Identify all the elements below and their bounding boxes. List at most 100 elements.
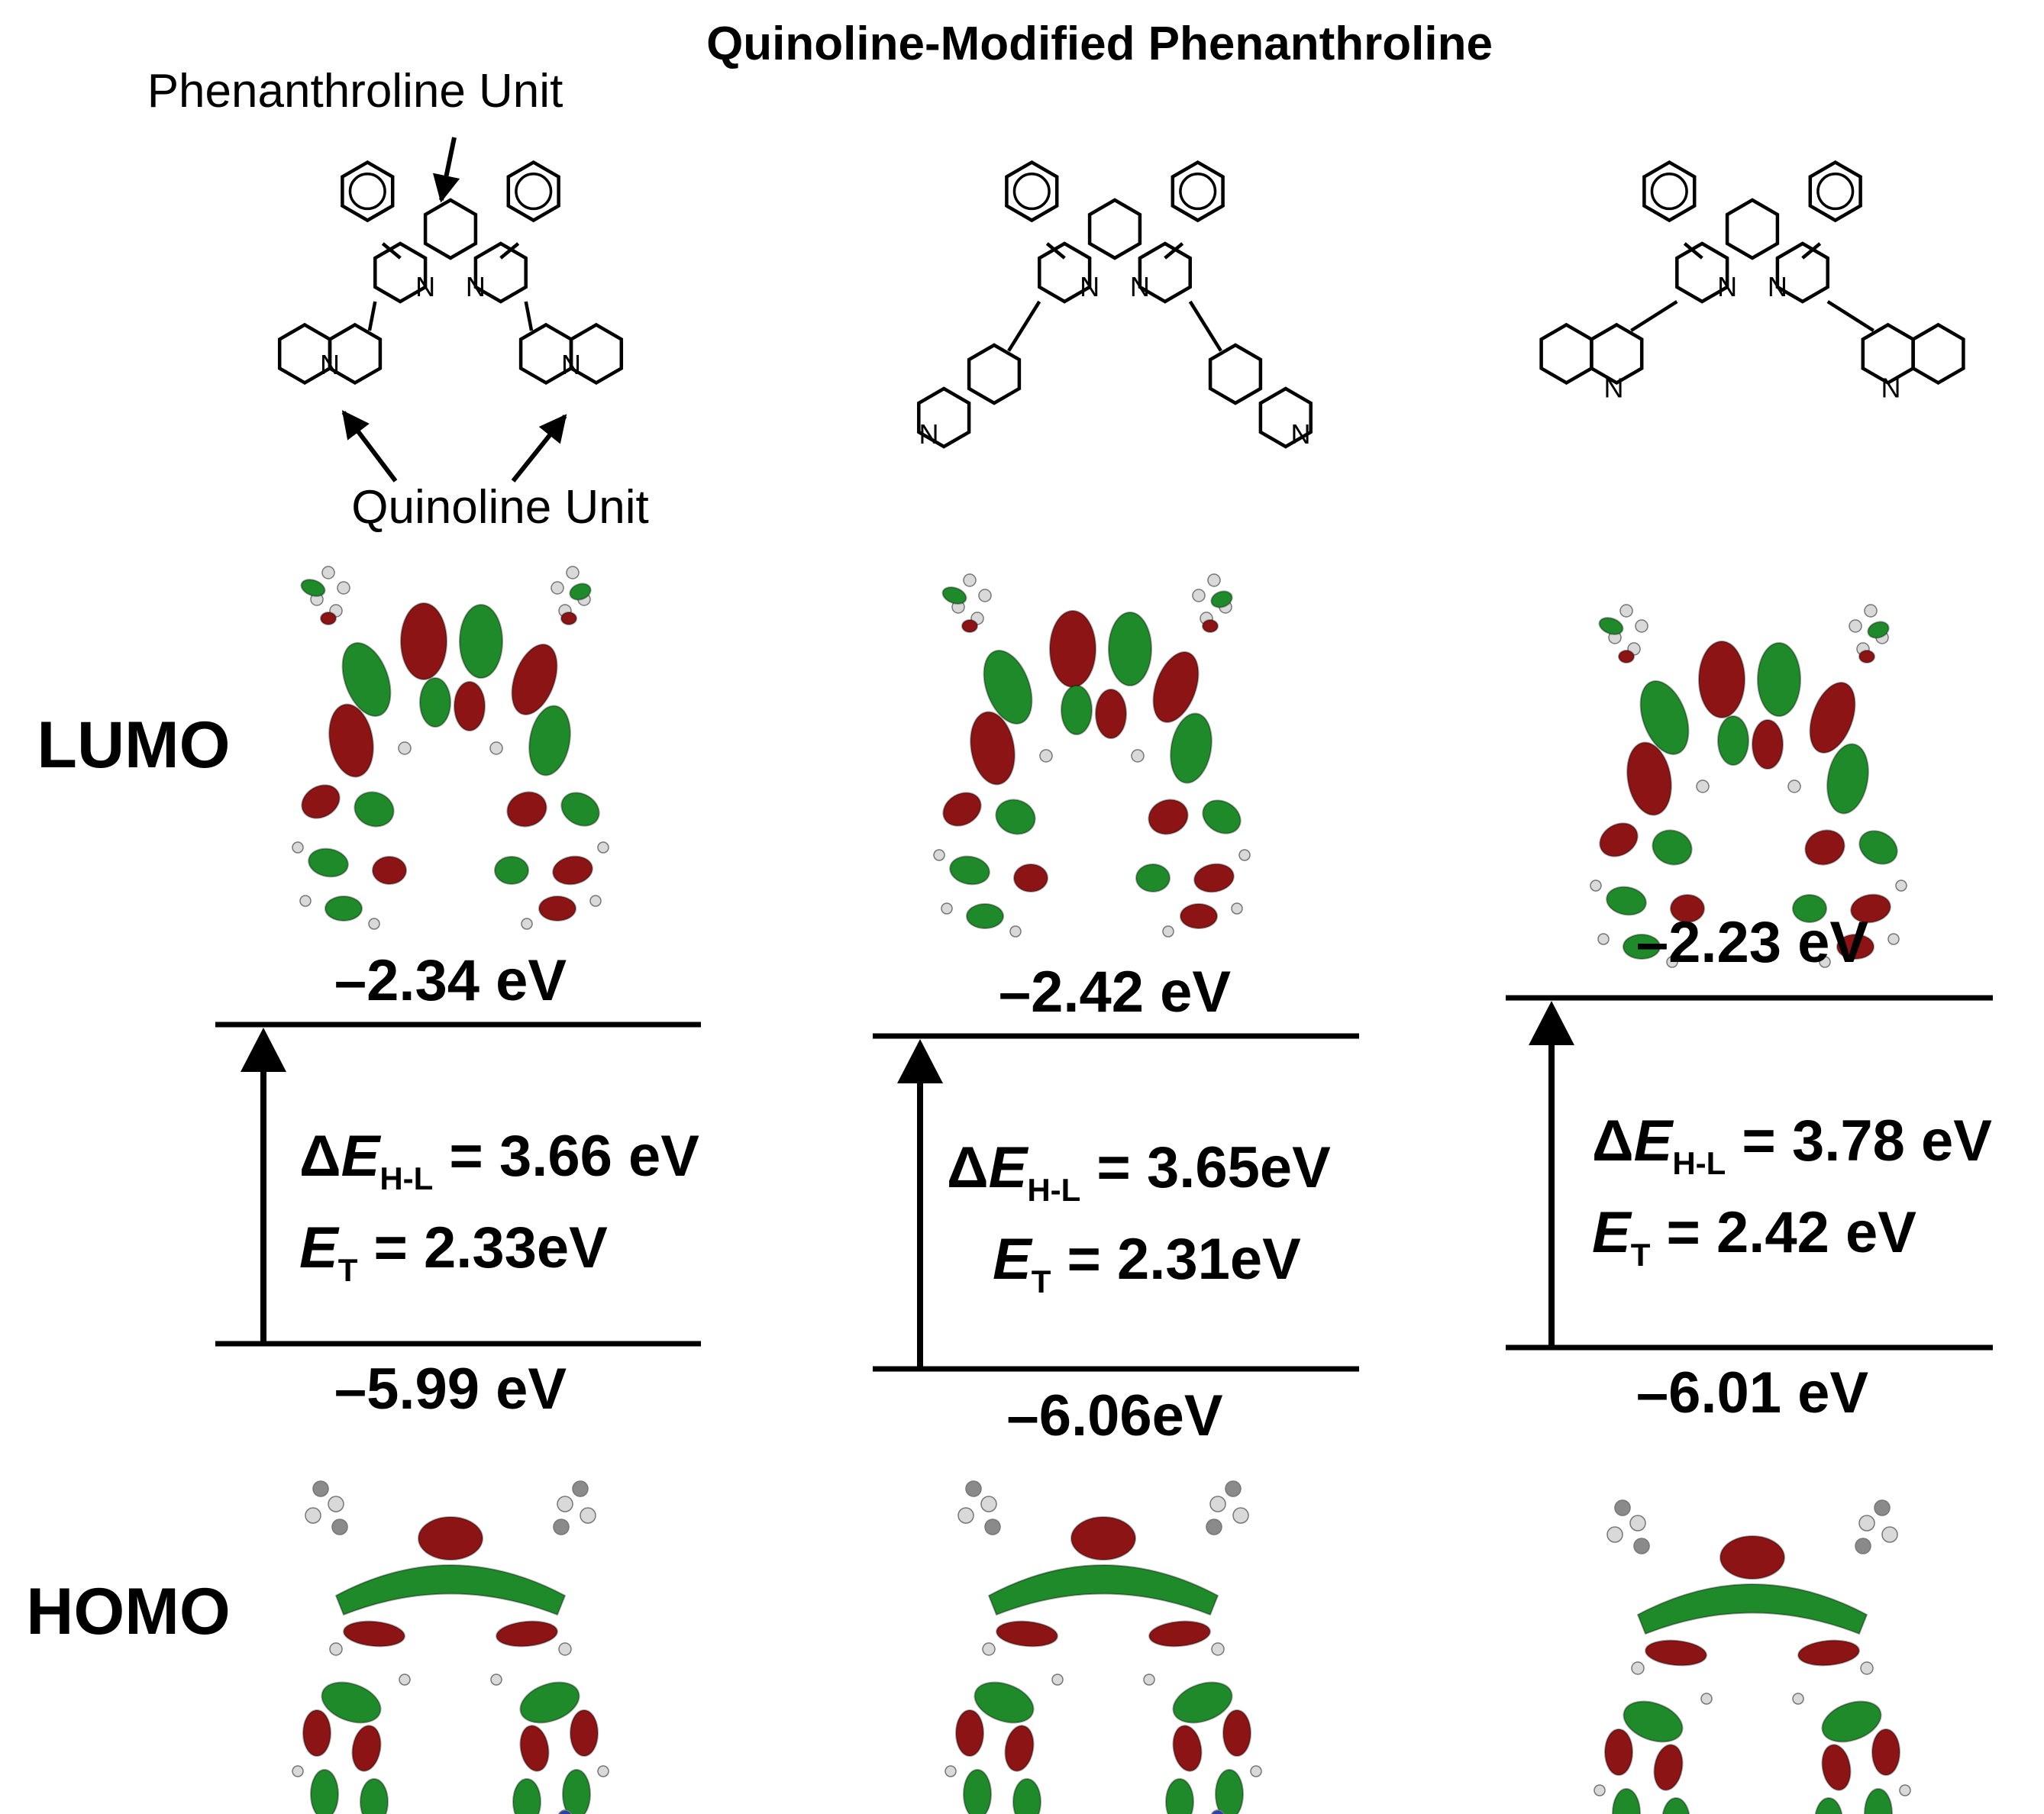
triplet-energy-label-subscript: T [338,1252,358,1288]
orbital-lobe-red [351,1725,382,1772]
orbital-lobe-red [970,711,1016,786]
orbital-lobe-green [1612,1788,1641,1814]
orbital-lobe-green [1215,1769,1244,1814]
phenanthroline-left-ring [1038,241,1092,304]
orbital-lobe-green [1652,829,1693,866]
lumo-orbital-2 [933,573,1251,938]
atom-sphere [489,741,503,755]
orbital-lobe-green [1598,617,1624,635]
orbital-lobe-red [552,855,593,886]
atom-sphere [572,1480,589,1497]
nitrogen-label: N [1881,372,1901,403]
gap-energy-label-delta-symbol: Δ [299,1124,341,1189]
phenanthroline-right-ring [1775,241,1829,304]
orbital-lobe-green [321,1681,382,1724]
atom-sphere [1590,880,1602,892]
triplet-energy-label-value: 2.33eV [424,1215,608,1280]
phenyl-ring-aromatic-ring [1179,173,1217,211]
quinoline-bond-left [1630,300,1678,332]
orbital-lobe-green [1821,1700,1882,1743]
orbital-lobe-green [1623,934,1661,960]
homo-orbital-2 [945,1480,1262,1814]
quinoline-ring-b-right [1911,322,1965,385]
atom-sphere [299,895,312,907]
orbital-lobe-green [1606,886,1647,916]
orbital-lobe-green [1867,621,1890,639]
orbital-lobe-red [1653,1744,1684,1791]
gap-energy-label-symbol: E [1634,1109,1674,1173]
orbital-lobe-red [1202,619,1219,633]
orbital-lobe-green [528,705,571,776]
phenyl-ring [1808,160,1862,223]
atom-sphere [1209,1496,1226,1512]
triplet-energy-label-symbol: E [993,1227,1033,1292]
orbital-lobe-red [570,1709,599,1757]
orbital-lobe-red [1070,1516,1136,1561]
nitrogen-label: N [415,271,435,302]
quinoline-ring-b-left [277,322,332,385]
phenyl-ring [341,160,395,223]
lumo-orbital-1 [292,566,609,930]
homo-energy-label: –6.06eV [1006,1383,1222,1448]
excitation-arrow-head [241,1028,286,1072]
orbital-lobe-red [1152,651,1200,723]
phenyl-ring-aromatic-ring [1650,173,1688,211]
atom-sphere [978,589,992,602]
orbital-lobe-red [1148,1620,1211,1648]
atom-sphere [1231,902,1243,915]
atom-sphere [1192,589,1206,602]
atom-sphere [1633,1538,1650,1554]
atom-sphere [490,1674,502,1686]
atom-sphere [337,581,350,595]
orbital-lobe-green [1172,1681,1233,1724]
triplet-energy-label: ET = 2.42 eV [1592,1200,1916,1273]
atom-sphere [1629,1515,1646,1532]
triplet-energy-label-equals: = [1650,1200,1716,1265]
gap-energy-label: ΔEH-L = 3.65eV [947,1135,1331,1208]
atom-sphere [551,581,564,595]
orbital-lobe-green [1826,743,1869,815]
atom-sphere [1131,749,1145,763]
triplet-energy-label-equals: = [357,1215,424,1280]
orbital-lobe-red [1821,1744,1852,1791]
orbital-lobe-red [1604,1728,1633,1776]
atom-sphere [1606,1526,1623,1543]
atom-sphere [398,741,412,755]
orbital-lobe-red [1645,1639,1707,1667]
quinoline-bond-right [1826,300,1874,332]
atom-sphere [399,1674,411,1686]
atom-sphere [1206,1519,1222,1535]
atom-sphere [1792,1693,1804,1705]
orbital-lobe-red [343,1620,405,1648]
orbital-lobe-green [1661,1797,1690,1814]
orbital-lobe-red [1850,893,1891,924]
phenyl-ring-aromatic-ring [348,173,386,211]
phenanthroline-left-ring [373,241,428,304]
orbital-lobe-green [1757,642,1801,717]
atom-sphere [558,1809,572,1814]
atom-sphere [1207,573,1221,587]
orbital-lobe-green [1864,1788,1893,1814]
atom-sphere [1614,1499,1631,1516]
atom-sphere [980,1496,997,1512]
lumo-orbital-3 [1590,604,1907,968]
nitrogen-label: N [1768,271,1787,302]
lumo-energy-label: –2.23 eV [1636,910,1869,975]
orbital-lobe-red [454,681,486,731]
quinoline-ring-b-left [917,386,971,449]
orbital-lobe-red [511,644,558,715]
orbital-lobe-green [334,1564,567,1616]
orbital-lobe-green [1108,612,1152,686]
orbital-lobe-green [519,1681,580,1724]
phenanthroline-pointer [432,137,460,203]
atom-sphere [1635,619,1648,633]
lumo-row-label: LUMO [37,708,230,782]
phenyl-ring-aromatic-ring [515,173,553,211]
atom-sphere [597,1765,609,1777]
gap-energy-label-equals: = [1080,1135,1147,1200]
triplet-energy-label: ET = 2.31eV [993,1227,1301,1299]
atom-sphere [963,573,977,587]
gap-energy-label-subscript: H-L [1027,1172,1080,1208]
